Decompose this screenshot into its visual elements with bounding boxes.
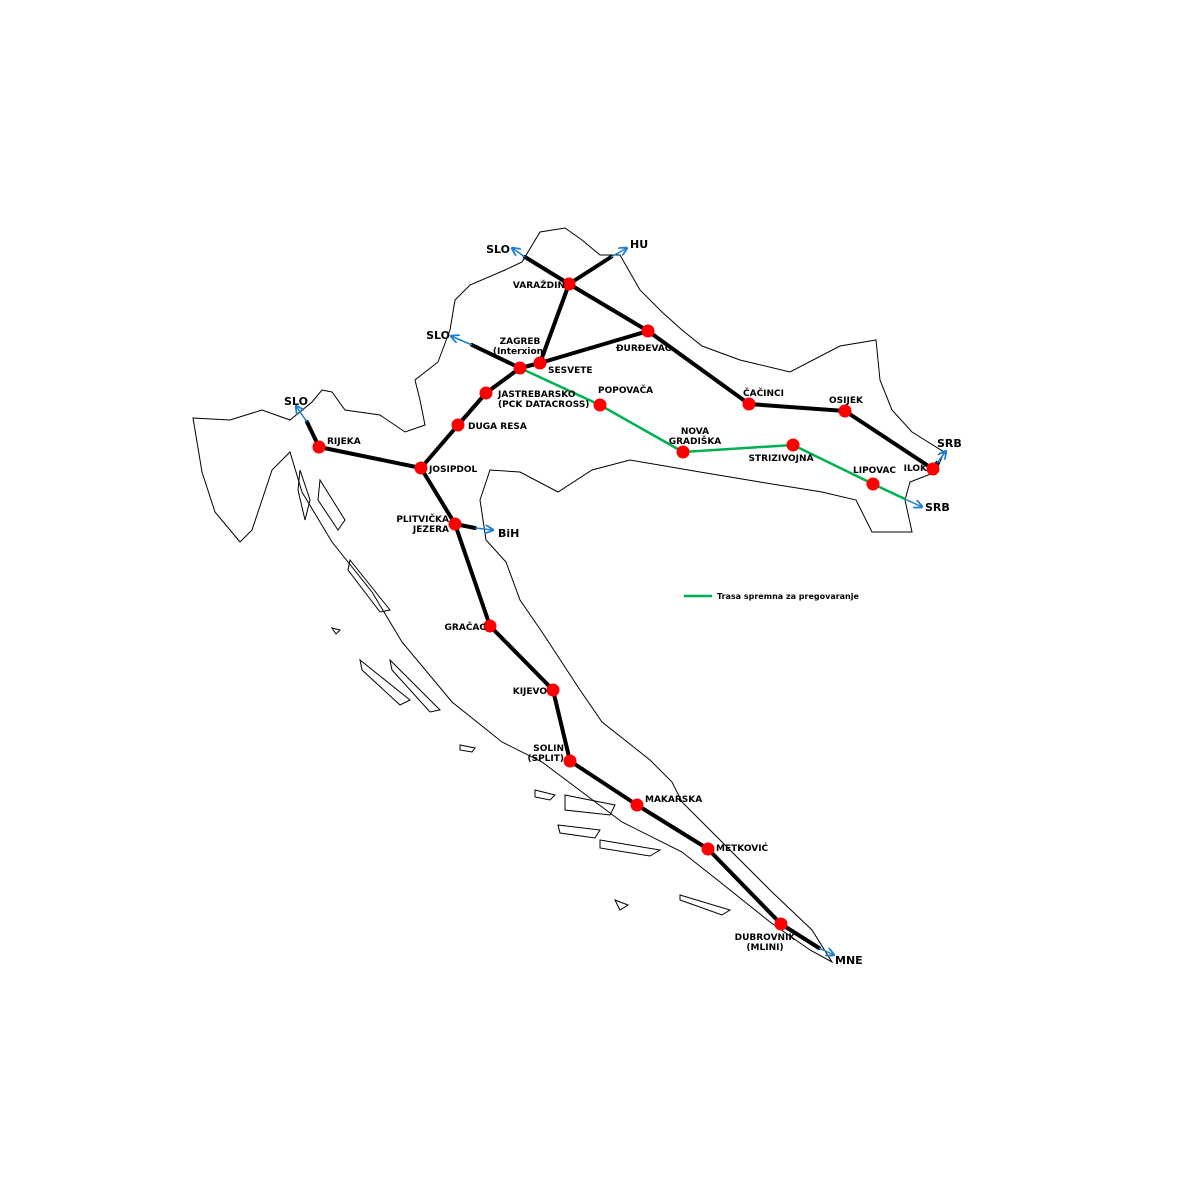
node-label-nova_gradiska: GRADIŠKA: [669, 435, 722, 447]
arrow-icon: [936, 451, 946, 464]
border-arrows: SLO HU SLO SLO BiH SRB SRB MNE: [284, 238, 962, 967]
border-label-mne: MNE: [835, 954, 863, 967]
node-label-varazdin: VARAŽDIN: [513, 279, 565, 291]
node-rijeka[interactable]: [312, 440, 326, 454]
link-zagreb-jastrebarsko: [484, 366, 522, 395]
link-jastrebarsko-duga_resa: [456, 391, 488, 427]
link-duga_resa-josipdol: [419, 423, 460, 470]
node-nova_gradiska[interactable]: [676, 445, 690, 459]
node-label-jastrebarsko: JASTREBARSKO: [497, 390, 576, 400]
link-sesvete-djurdjevac: [538, 329, 650, 365]
arrow-icon: [451, 336, 473, 346]
link-josipdol-plitvicka: [419, 466, 457, 526]
planned-link-zagreb-popovaca: [518, 366, 602, 407]
arrow-icon: [512, 248, 526, 258]
node-label-gracac: GRAČAC: [445, 621, 487, 633]
node-label-dubrovnik: (MLINI): [746, 943, 783, 953]
planned-link-popovaca-nova_gradiska: [598, 403, 685, 454]
node-label-strizivojna: STRIZIVOJNA: [748, 454, 813, 464]
node-label-osijek: OSIJEK: [829, 396, 864, 406]
node-gracac[interactable]: [483, 619, 497, 633]
link-cacinci-osijek: [747, 402, 847, 413]
link-makarska-metkovic: [635, 803, 710, 851]
link-varazdin-sesvete: [538, 282, 571, 365]
link-dubrovnik-mne: [779, 922, 821, 950]
fiber-links: [305, 255, 939, 950]
link-varazdin-hu: [567, 255, 613, 286]
arrow-icon: [474, 528, 493, 530]
planned-link-nova_gradiska-strizivojna: [681, 443, 795, 454]
node-dubrovnik[interactable]: [774, 917, 788, 931]
link-josipdol-rijeka: [317, 445, 423, 470]
node-solin[interactable]: [563, 754, 577, 768]
link-osijek-ilok: [843, 409, 935, 471]
network-nodes: VARAŽDIN ĐURĐEVAC ZAGREB(Interxion)SESVETE…: [312, 277, 940, 953]
node-label-duga_resa: DUGA RESA: [468, 422, 527, 432]
node-label-plitvicka: PLITVIČKA: [396, 513, 449, 525]
node-label-rijeka: RIJEKA: [327, 437, 361, 447]
planned-links: [518, 366, 907, 501]
node-strizivojna[interactable]: [786, 438, 800, 452]
node-djurdjevac[interactable]: [641, 324, 655, 338]
node-label-metkovic: METKOVIĆ: [716, 842, 769, 854]
node-label-cacinci: ČAČINCI: [743, 387, 784, 399]
border-label-srb1: SRB: [937, 437, 962, 450]
border-label-hu: HU: [630, 238, 648, 251]
link-varazdin-djurdjevac: [567, 282, 650, 333]
node-metkovic[interactable]: [701, 842, 715, 856]
country-outline: [192, 227, 945, 964]
link-djurdjevac-cacinci: [646, 329, 751, 406]
node-label-makarska: MAKARSKA: [645, 795, 702, 805]
arrow-icon: [610, 248, 627, 258]
legend-label: Trasa spremna za pregovaranje: [717, 592, 859, 601]
node-label-lipovac: LIPOVAC: [853, 466, 896, 476]
node-jastrebarsko[interactable]: [479, 386, 493, 400]
node-label-solin: SOLIN: [533, 744, 564, 754]
node-label-plitvicka: JEZERA: [412, 525, 449, 535]
node-label-popovaca: POPOVAČA: [598, 384, 653, 396]
node-zagreb[interactable]: [513, 361, 527, 375]
node-label-djurdjevac: ĐURĐEVAC: [616, 344, 672, 354]
node-varazdin[interactable]: [562, 277, 576, 291]
arrow-icon: [904, 498, 922, 507]
link-kijevo-solin: [551, 688, 572, 763]
node-label-nova_gradiska: NOVA: [681, 427, 709, 437]
border-label-srb2: SRB: [925, 501, 950, 514]
link-varazdin-slo1: [523, 255, 571, 286]
node-label-josipdol: JOSIPDOL: [428, 465, 478, 475]
node-lipovac[interactable]: [866, 477, 880, 491]
node-label-zagreb: ZAGREB: [500, 337, 541, 347]
node-label-zagreb: (Interxion): [493, 347, 547, 357]
node-label-solin: (SPLIT): [527, 754, 564, 764]
node-makarska[interactable]: [630, 798, 644, 812]
link-solin-makarska: [568, 759, 639, 807]
node-kijevo[interactable]: [546, 683, 560, 697]
link-metkovic-dubrovnik: [706, 847, 783, 926]
link-zagreb-slo2: [470, 343, 522, 370]
planned-link-strizivojna-lipovac: [791, 443, 875, 486]
node-label-kijevo: KIJEVO: [513, 687, 548, 697]
node-sesvete[interactable]: [533, 356, 547, 370]
node-duga_resa[interactable]: [451, 418, 465, 432]
border-label-slo3: SLO: [284, 395, 308, 408]
legend: Trasa spremna za pregovaranje: [684, 592, 859, 601]
node-ilok[interactable]: [926, 462, 940, 476]
node-label-jastrebarsko: (PCK DATACROSS): [498, 400, 589, 410]
border-label-slo1: SLO: [486, 243, 510, 256]
border-label-bih: BiH: [498, 527, 519, 540]
link-gracac-kijevo: [488, 624, 555, 692]
node-josipdol[interactable]: [414, 461, 428, 475]
node-label-dubrovnik: DUBROVNIK: [735, 933, 797, 943]
border-label-slo2: SLO: [426, 329, 450, 342]
node-popovaca[interactable]: [593, 398, 607, 412]
node-label-sesvete: SESVETE: [548, 366, 593, 376]
node-cacinci[interactable]: [742, 397, 756, 411]
arrow-icon: [818, 947, 834, 955]
node-osijek[interactable]: [838, 404, 852, 418]
node-plitvicka[interactable]: [448, 517, 462, 531]
link-plitvicka-gracac: [453, 522, 492, 628]
node-label-ilok: ILOK: [904, 464, 928, 474]
arrow-icon: [296, 406, 308, 423]
